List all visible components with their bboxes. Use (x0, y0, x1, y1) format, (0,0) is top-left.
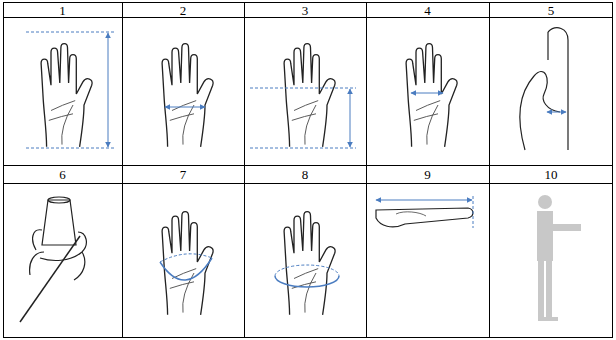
cell-number: 6 (59, 167, 66, 182)
cell-number: 4 (424, 3, 431, 18)
cell-number: 3 (302, 3, 309, 18)
drawing-part (546, 261, 552, 319)
drawing-part (537, 211, 553, 261)
drawing-part (48, 197, 70, 203)
drawing-part (411, 93, 443, 94)
drawing-part (376, 208, 473, 227)
drawing-part (160, 258, 212, 280)
drawing-part (284, 44, 335, 147)
drawing-part (244, 2, 245, 338)
drawing-part (108, 33, 109, 147)
cell-number: 1 (59, 3, 66, 18)
drawing-part (26, 148, 114, 149)
drawing-part (547, 112, 566, 113)
drawing-part (546, 317, 558, 321)
cell-number: 2 (180, 3, 187, 18)
posture-figure (537, 195, 581, 321)
drawing-part (489, 2, 490, 338)
drawing-part (30, 230, 87, 280)
drawing-part (406, 44, 457, 147)
thumb-thickness-figure (520, 28, 568, 150)
hand-length-figure (26, 32, 114, 148)
drawing-part (396, 212, 426, 216)
cell-number: 9 (424, 167, 431, 182)
drawing-part (547, 32, 548, 60)
palm-length-figure (250, 44, 356, 148)
cell-number: 7 (180, 167, 187, 182)
grip-figure (20, 197, 86, 322)
palm-breadth-figure (162, 44, 213, 147)
drawing-part (4, 3, 613, 338)
drawing-part (42, 200, 76, 245)
hand-thickness-figure (376, 196, 473, 228)
drawing-part (275, 265, 339, 276)
cell-number: 8 (302, 167, 309, 182)
drawing-part (165, 107, 205, 108)
drawing-part (366, 2, 367, 338)
table-grid (3, 2, 613, 338)
drawing-part (538, 195, 552, 209)
drawing-part (160, 254, 212, 262)
drawing-part (250, 88, 356, 89)
cell-number: 5 (548, 3, 555, 18)
drawing-part (350, 89, 351, 147)
palm-circumference-figure (275, 212, 339, 315)
drawing-part (3, 165, 613, 166)
drawing-part (538, 261, 544, 319)
drawing-part (275, 276, 339, 287)
drawing-part (122, 2, 123, 338)
drawing-part (162, 44, 213, 147)
drawing-part (250, 148, 356, 149)
drawing-part (376, 200, 472, 201)
drawing-part (41, 44, 92, 147)
hand-circumference-figure (160, 212, 213, 315)
drawing-part (162, 212, 213, 315)
drawing-part (548, 28, 568, 150)
drawing-part (3, 183, 613, 184)
drawing-part (26, 32, 114, 33)
drawing-part (284, 212, 335, 315)
drawing-part (473, 196, 474, 228)
hand-breadth-figure (406, 44, 457, 147)
cell-number: 10 (545, 167, 558, 182)
drawing-part (520, 71, 560, 150)
drawing-part (553, 224, 581, 231)
drawing-part (20, 236, 80, 322)
